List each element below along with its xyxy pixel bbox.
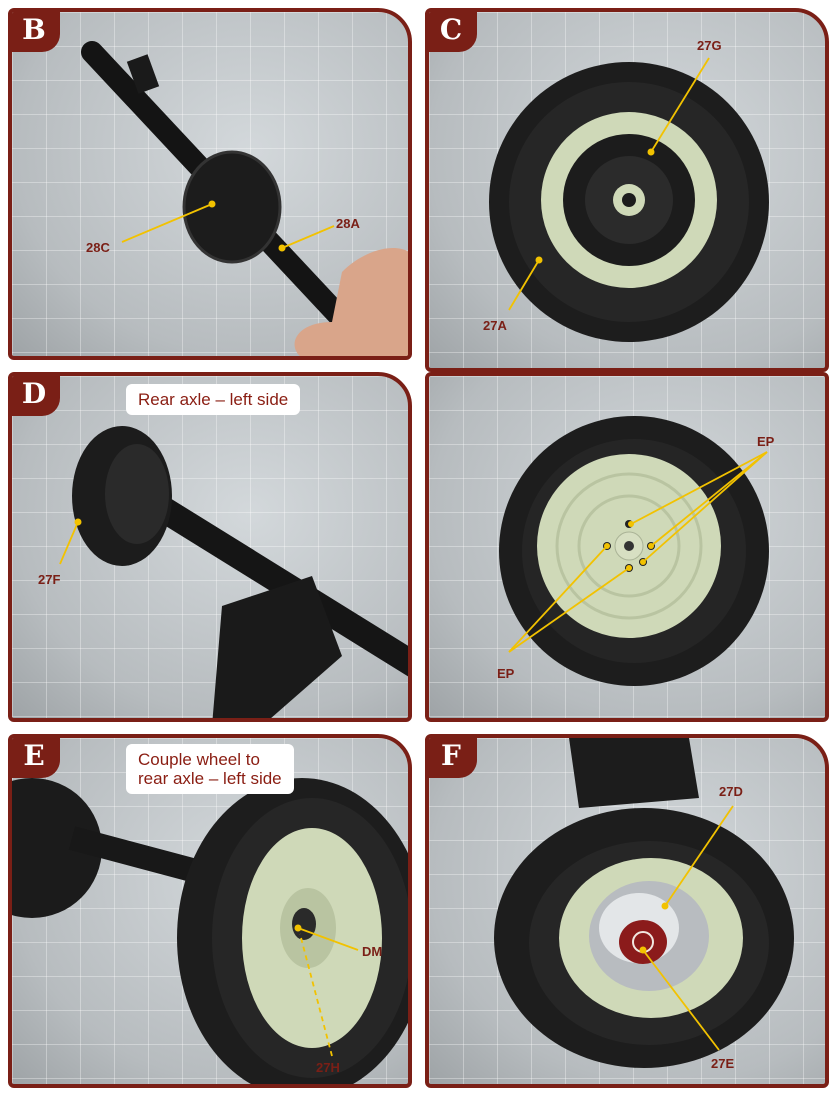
leaders-ep-top bbox=[630, 451, 768, 563]
label-28c: 28C bbox=[86, 240, 110, 255]
photo-c-wheel-front: EP EP bbox=[497, 416, 775, 686]
differential-housing bbox=[212, 576, 342, 718]
photo-f-wheel: 27D 27E bbox=[494, 738, 794, 1071]
panel-letter-c: C bbox=[429, 12, 477, 52]
panel-c-ep: EP EP bbox=[425, 372, 829, 722]
caption-e: Couple wheel to rear axle – left side bbox=[126, 744, 294, 794]
leader-27h bbox=[299, 933, 333, 1057]
label-ep-top: EP bbox=[757, 434, 775, 449]
leader-27g bbox=[650, 57, 710, 153]
leader-28a bbox=[281, 225, 335, 249]
caption-e-line2: rear axle – left side bbox=[138, 769, 282, 788]
panel-e: E Couple wheel to rear axle – left side … bbox=[8, 734, 412, 1088]
leader-27d bbox=[664, 805, 734, 907]
differential-housing bbox=[182, 150, 282, 264]
photo-e-wheel: DM 27H bbox=[12, 778, 408, 1084]
panel-b: B 28C 28A bbox=[8, 8, 412, 360]
vehicle-body bbox=[569, 738, 699, 808]
label-27f: 27F bbox=[38, 572, 60, 587]
hub bbox=[292, 908, 316, 940]
photo-c-wheel: 27G 27A bbox=[483, 38, 769, 342]
leader-dm bbox=[297, 927, 359, 951]
leader-27e bbox=[642, 949, 720, 1051]
label-27e: 27E bbox=[711, 1056, 734, 1071]
caption-e-line1: Couple wheel to bbox=[138, 750, 260, 769]
label-27g: 27G bbox=[697, 38, 722, 53]
label-28a: 28A bbox=[336, 216, 360, 231]
leader-27a bbox=[508, 259, 540, 311]
leader-27f bbox=[59, 521, 79, 565]
panel-letter-f: F bbox=[429, 738, 477, 778]
label-dm: DM bbox=[362, 944, 382, 959]
leaders-ep-bottom bbox=[508, 545, 630, 653]
photo-d-axle: 27F bbox=[38, 426, 408, 718]
panel-letter-d: D bbox=[12, 376, 60, 416]
leader-28c bbox=[121, 203, 213, 243]
hand bbox=[294, 248, 408, 356]
label-ep-bottom: EP bbox=[497, 666, 515, 681]
panel-letter-e: E bbox=[12, 738, 60, 778]
label-27d: 27D bbox=[719, 784, 743, 799]
panel-d: D Rear axle – left side 27F bbox=[8, 372, 412, 722]
axle-shaft bbox=[135, 484, 408, 677]
photo-b-axle: 28C 28A bbox=[81, 41, 408, 356]
hubcap-badge bbox=[619, 920, 667, 964]
differential-housing bbox=[12, 778, 102, 918]
label-27h: 27H bbox=[316, 1060, 340, 1075]
panel-f: F 27D 27E bbox=[425, 734, 829, 1088]
label-27a: 27A bbox=[483, 318, 507, 333]
caption-d: Rear axle – left side bbox=[126, 384, 301, 415]
panel-c: C 27G 27A bbox=[425, 8, 829, 372]
panel-letter-b: B bbox=[12, 12, 60, 52]
